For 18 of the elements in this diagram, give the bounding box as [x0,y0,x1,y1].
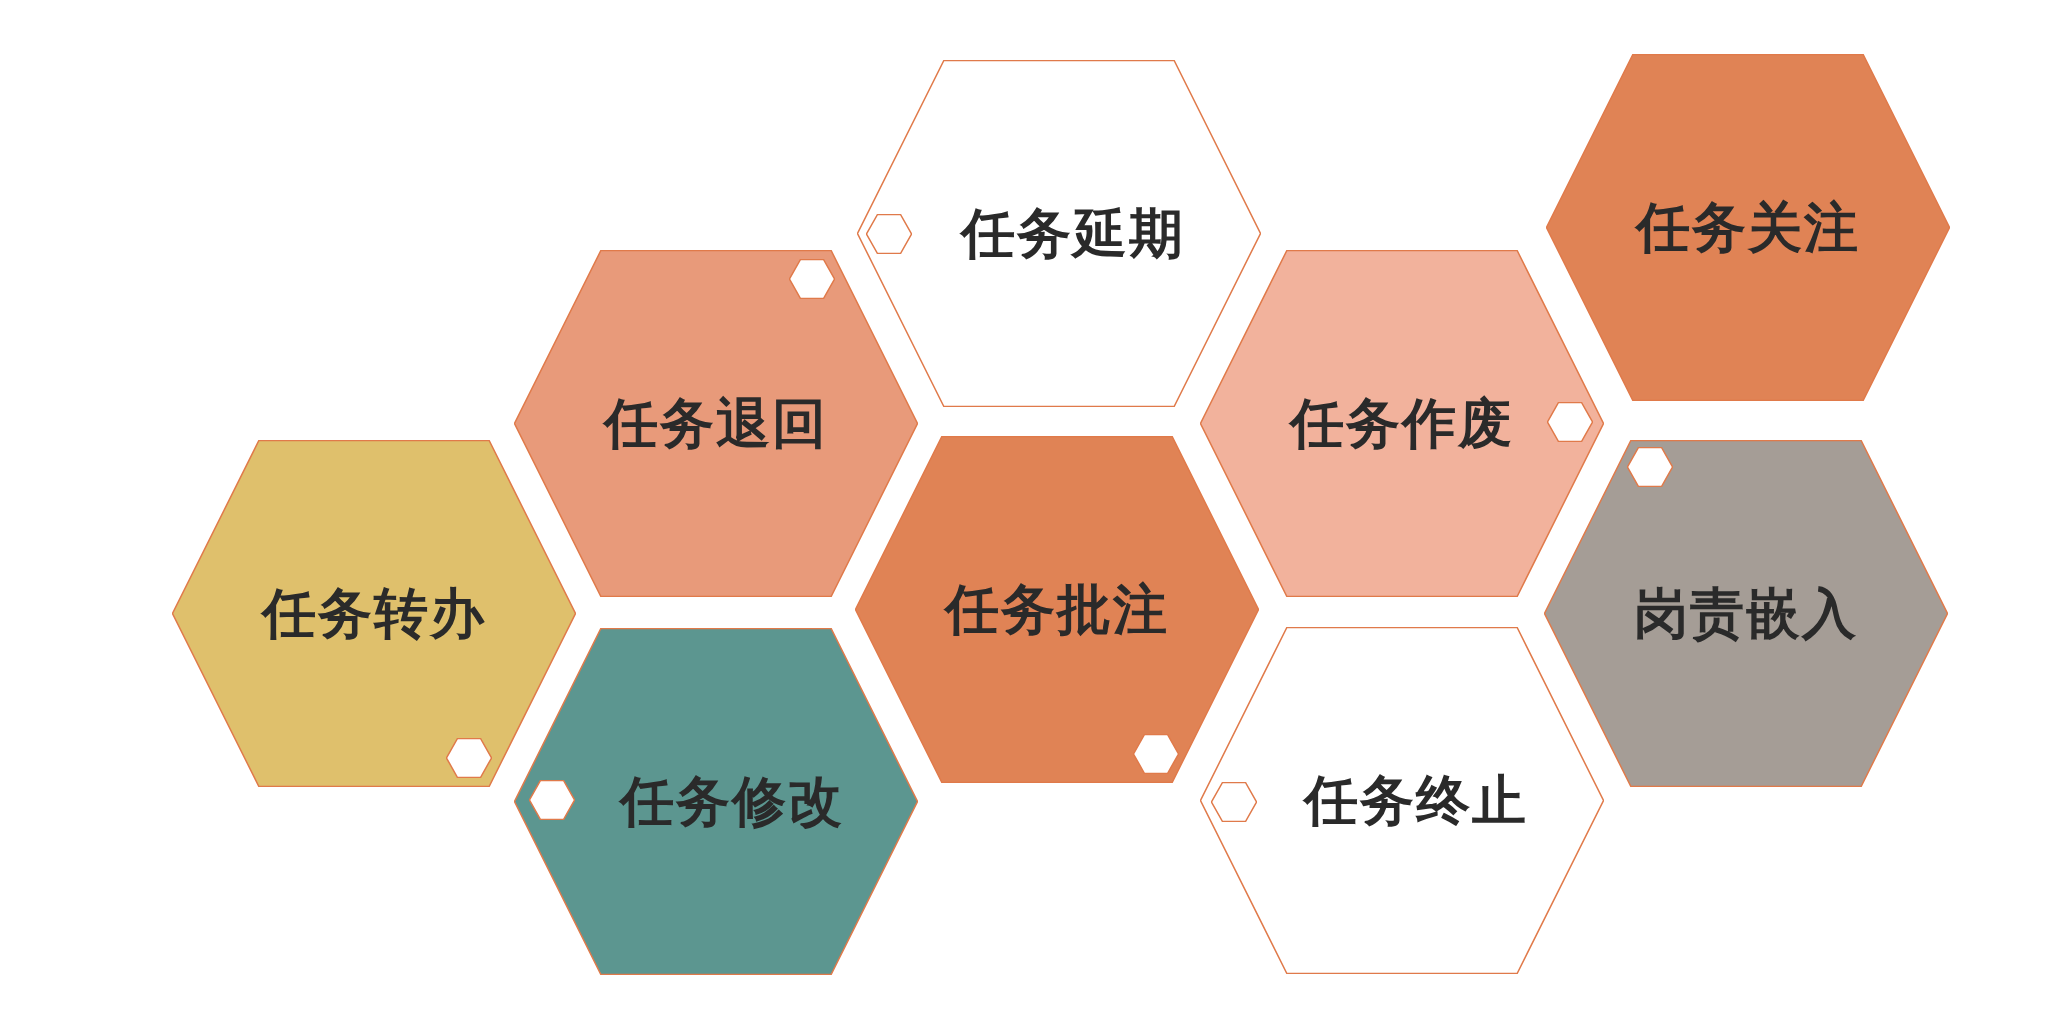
hexagon-label: 任务批注 [945,575,1169,642]
hexagon-label: 任务转办 [262,579,486,646]
hexagon-tile [172,440,576,787]
hexagon-label: 任务延期 [961,199,1185,266]
hexagon-tile [514,628,918,975]
hexagon-label: 任务作废 [1290,389,1514,456]
hexagon-tile [855,436,1259,783]
hexagon-label: 任务关注 [1636,193,1860,260]
hexagon-label: 任务修改 [620,767,844,834]
hexagon-tile [1200,627,1604,974]
hexagon-label: 任务退回 [604,389,828,456]
hexagon-label: 任务终止 [1304,766,1528,833]
hexagon-tile [1200,250,1604,597]
hexagon-tile [1546,54,1950,401]
hexagon-tile [1544,440,1948,787]
hexagon-label: 岗责嵌入 [1634,579,1858,646]
hexagon-tile [514,250,918,597]
hexagon-tile [857,60,1261,407]
